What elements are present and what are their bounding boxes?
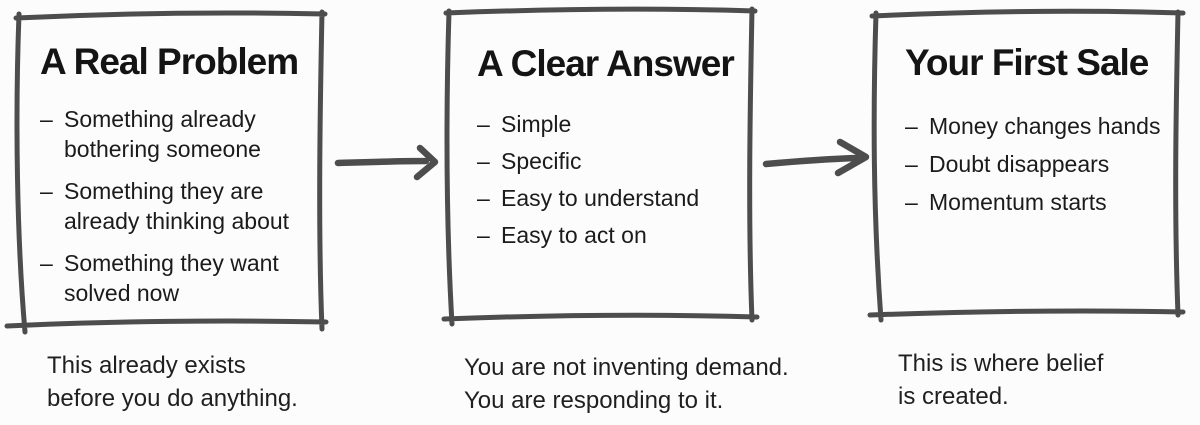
bullet-list: – Something already bothering someone – … [40, 104, 320, 320]
bullet-text: Easy to act on [501, 222, 647, 248]
bullet-text: Specific [501, 148, 582, 174]
bullet-item: – Simple [477, 110, 747, 139]
box-1-border [4, 9, 329, 335]
bullet-dash: – [40, 106, 53, 132]
bullet-text: Doubt disappears [929, 151, 1110, 177]
bullet-text: Something they are already thinking abou… [64, 178, 290, 234]
bullet-item: – Doubt disappears [905, 149, 1175, 179]
card-a-clear-answer: A Clear Answer – Simple – Specific – Eas… [477, 44, 747, 258]
bullet-item: – Something they are already thinking ab… [40, 176, 320, 236]
bullet-item: – Momentum starts [905, 187, 1175, 217]
card-a-real-problem: A Real Problem – Something already bothe… [40, 42, 320, 320]
bullet-dash: – [905, 151, 918, 177]
bullet-dash: – [905, 113, 918, 139]
bullet-text: Something they want solved now [64, 250, 279, 306]
bullet-item: – Easy to act on [477, 221, 747, 250]
bullet-text: Simple [501, 111, 572, 137]
bullet-list: – Money changes hands – Doubt disappears… [905, 111, 1175, 225]
bullet-dash: – [477, 148, 490, 174]
bullet-text: Momentum starts [929, 189, 1107, 215]
bullet-dash: – [477, 111, 490, 137]
caption-note: This already exists before you do anythi… [47, 352, 298, 412]
box-3-border [867, 8, 1186, 323]
card-title: A Clear Answer [477, 43, 735, 84]
bullet-item: – Money changes hands [905, 111, 1175, 141]
arrow-right-icon [334, 144, 439, 181]
bullet-item: – Something they want solved now [40, 248, 320, 308]
caption-note: You are not inventing demand. You are re… [464, 354, 789, 414]
arrow-right-icon [762, 138, 870, 177]
bullet-item: – Easy to understand [477, 184, 747, 213]
bullet-text: Something already bothering someone [64, 106, 261, 162]
card-your-first-sale: Your First Sale – Money changes hands – … [905, 43, 1175, 225]
bullet-dash: – [477, 185, 490, 211]
bullet-text: Money changes hands [929, 113, 1161, 139]
bullet-dash: – [40, 178, 53, 204]
caption-note: This is where belief is created. [898, 350, 1104, 410]
bullet-dash: – [905, 189, 918, 215]
card-title: Your First Sale [905, 42, 1149, 83]
bullet-dash: – [477, 222, 490, 248]
bullet-list: – Simple – Specific – Easy to understand… [477, 110, 747, 258]
box-2-border [441, 6, 760, 327]
bullet-dash: – [40, 250, 53, 276]
bullet-item: – Specific [477, 147, 747, 176]
bullet-item: – Something already bothering someone [40, 104, 320, 164]
card-title: A Real Problem [40, 41, 299, 82]
bullet-text: Easy to understand [501, 185, 700, 211]
